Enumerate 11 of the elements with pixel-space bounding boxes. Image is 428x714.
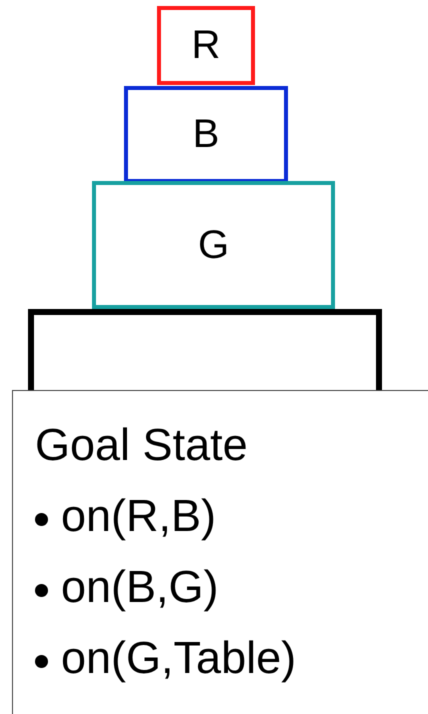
goal-state-panel (12, 390, 428, 714)
block (124, 86, 288, 183)
block-label: G (198, 222, 230, 268)
block-label: R (192, 23, 220, 68)
block-label: B (192, 112, 220, 157)
bullet-item: on(B,G) (35, 551, 428, 622)
bullet-item: on(G,Table) (35, 622, 428, 693)
block (92, 181, 335, 309)
bullet-item: on(R,B) (35, 480, 428, 551)
panel-heading: Goal State (35, 418, 249, 472)
block (157, 6, 255, 85)
